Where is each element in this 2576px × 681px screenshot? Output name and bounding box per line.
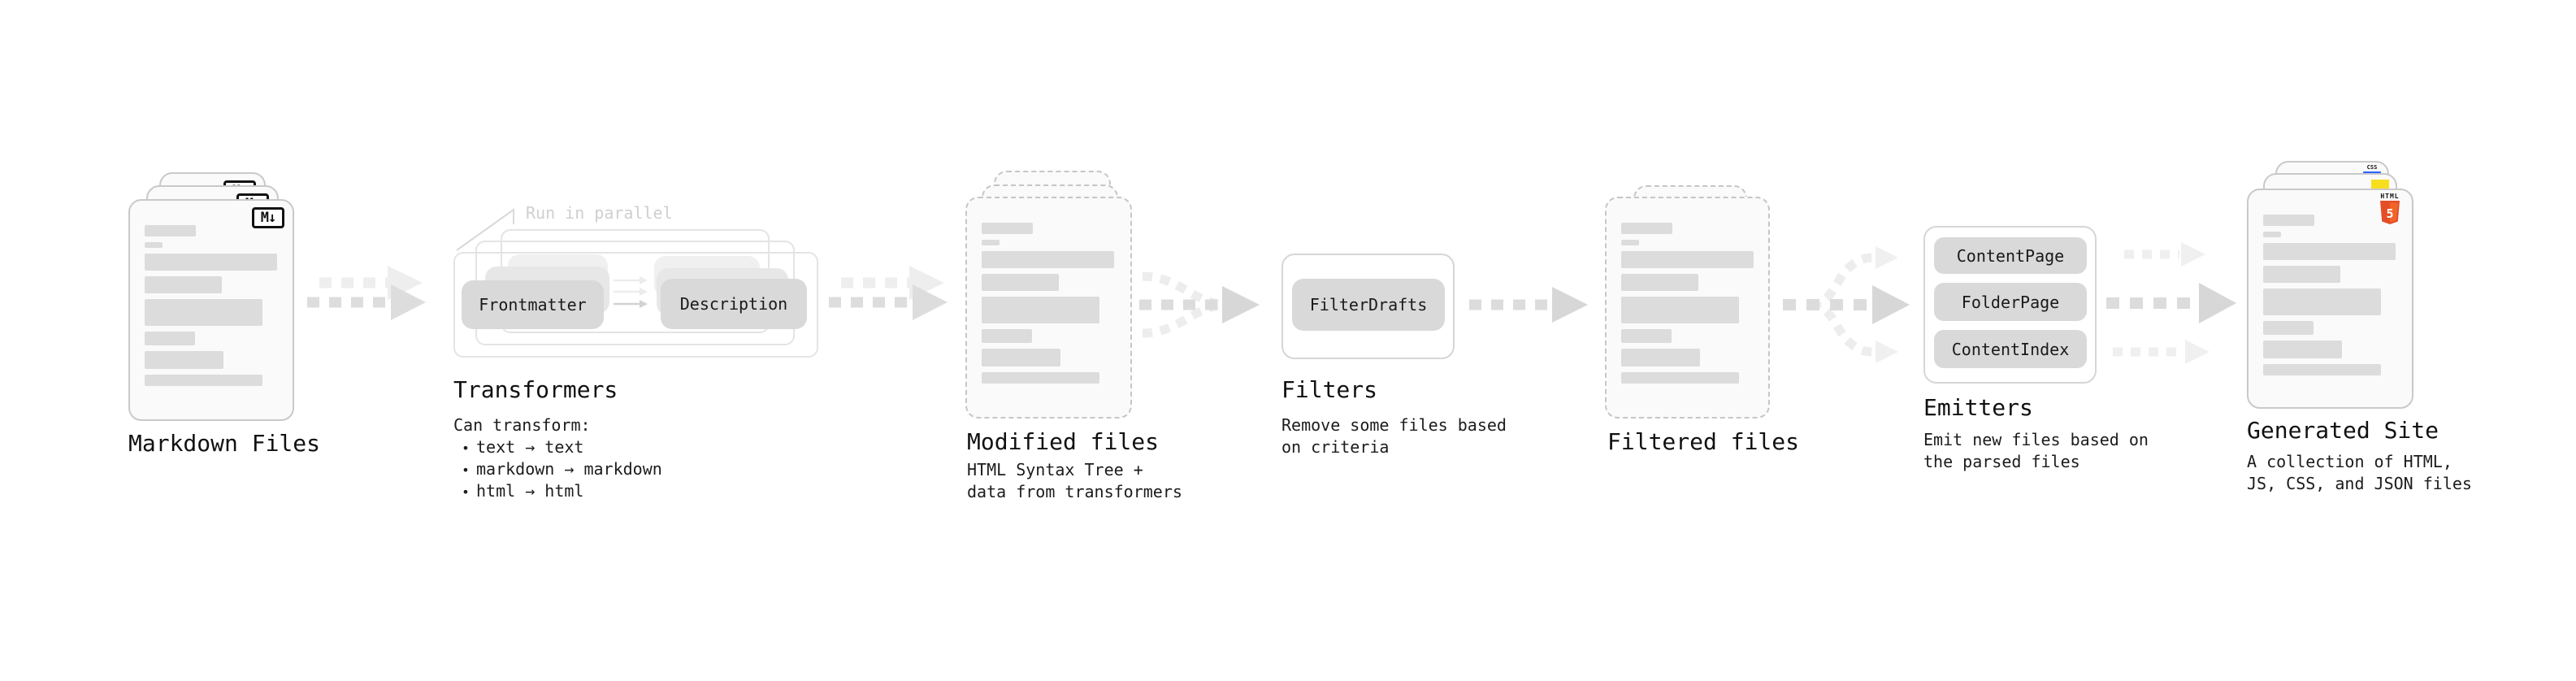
markdown-file-card-front: M↓ [128, 199, 294, 421]
markdown-icon: M↓ [252, 207, 284, 228]
filtered-file-card-front [1605, 197, 1770, 419]
skeleton-line [982, 274, 1059, 291]
transformers-label: Transformers [453, 376, 618, 403]
markdown-files-label: Markdown Files [128, 430, 321, 457]
generated-site-desc: JS, CSS, and JSON files [2247, 474, 2472, 493]
skeleton-line [145, 375, 262, 386]
arrow-emitters-to-generated [2106, 242, 2236, 364]
emitters-desc: the parsed files [1923, 452, 2080, 471]
generated-site-desc: A collection of HTML, [2247, 452, 2452, 471]
skeleton-line [2263, 215, 2314, 226]
skeleton-line [1621, 329, 1672, 343]
filtered-files-label: Filtered files [1607, 428, 1800, 455]
modified-file-card-front [965, 197, 1132, 419]
modified-files-desc: data from transformers [967, 482, 1182, 501]
skeleton-line [982, 349, 1060, 367]
filters-desc: Remove some files based [1281, 415, 1507, 435]
skeleton-line [145, 351, 223, 369]
skeleton-line [2263, 321, 2314, 335]
skeleton-line [982, 297, 1099, 323]
file-content-skeleton [1621, 223, 1754, 384]
skeleton-line [982, 329, 1032, 343]
skeleton-line [1621, 372, 1739, 384]
skeleton-line [1621, 297, 1739, 323]
html5-shield: 5 [2380, 201, 2400, 224]
skeleton-line [2263, 340, 2342, 358]
skeleton-line [1621, 240, 1639, 245]
skeleton-line [145, 276, 222, 293]
skeleton-line [1621, 274, 1698, 291]
file-content-skeleton [145, 225, 277, 386]
modified-files-label: Modified files [967, 428, 1160, 455]
skeleton-line [2263, 288, 2381, 315]
frontmatter-node: Frontmatter [462, 280, 604, 329]
html5-icon: HTML 5 [2378, 193, 2402, 225]
arrow-filtered-to-emitters [1783, 246, 1910, 363]
arrow-transformers-to-modified [829, 266, 948, 320]
skeleton-line [145, 299, 262, 326]
transformers-box-front [453, 252, 818, 358]
bullet-icon: • [462, 462, 470, 478]
skeleton-line [145, 332, 195, 345]
filterdrafts-node: FilterDrafts [1292, 279, 1445, 331]
arrow-markdown-to-transformers [307, 266, 426, 320]
emitters-label: Emitters [1923, 394, 2033, 421]
file-content-skeleton [2263, 215, 2396, 375]
bullet-icon: • [462, 440, 470, 456]
skeleton-line [2263, 243, 2396, 260]
skeleton-line [145, 254, 277, 271]
skeleton-line [982, 240, 1000, 245]
folderpage-node: FolderPage [1934, 283, 2087, 321]
file-content-skeleton [982, 223, 1114, 384]
skeleton-line [1621, 223, 1672, 234]
arrow-filters-to-filtered [1469, 287, 1588, 323]
skeleton-line [2263, 232, 2281, 237]
description-node: Description [661, 279, 807, 329]
javascript-icon [2371, 180, 2389, 189]
filters-label: Filters [1281, 376, 1378, 403]
filters-desc: on criteria [1281, 437, 1390, 457]
bullet-icon: • [462, 484, 470, 500]
skeleton-line [1621, 349, 1700, 367]
contentpage-node: ContentPage [1934, 237, 2087, 274]
skeleton-line [982, 372, 1099, 384]
generated-site-label: Generated Site [2247, 417, 2439, 444]
contentindex-node: ContentIndex [1934, 330, 2087, 368]
arrow-modified-to-filters [1139, 271, 1260, 338]
skeleton-line [2263, 266, 2340, 283]
transformers-bullet: •markdown → markdown [455, 459, 662, 479]
note-leader-line [456, 208, 514, 251]
skeleton-line [145, 225, 196, 236]
skeleton-line [145, 242, 163, 248]
run-in-parallel-note: Run in parallel [526, 203, 673, 223]
transformers-bullet: •html → html [455, 481, 583, 501]
transformers-desc-title: Can transform: [453, 415, 591, 435]
emitters-desc: Emit new files based on [1923, 430, 2149, 449]
skeleton-line [1621, 251, 1754, 268]
parallel-arrows-icon [614, 276, 648, 308]
svg-text:5: 5 [2386, 206, 2393, 221]
skeleton-line [2263, 364, 2381, 375]
skeleton-line [982, 223, 1033, 234]
html-file-card: HTML 5 [2247, 189, 2413, 409]
transformers-bullet: •text → text [455, 437, 583, 457]
skeleton-line [982, 251, 1114, 268]
modified-files-desc: HTML Syntax Tree + [967, 460, 1143, 479]
